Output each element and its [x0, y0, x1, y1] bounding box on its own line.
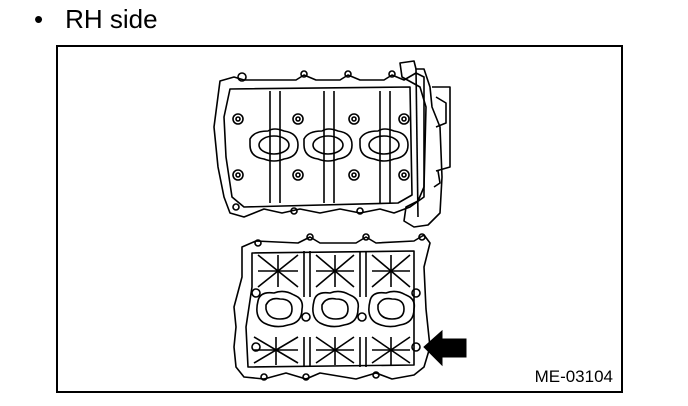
section-heading-row: • RH side: [30, 2, 158, 36]
figure-id-label: ME-03104: [534, 367, 613, 386]
top-cover-drawing: [213, 60, 451, 228]
direction-arrow: [423, 329, 467, 367]
bullet-symbol: •: [34, 4, 44, 34]
section-heading: RH side: [65, 4, 158, 34]
figure-frame: ME-03104: [56, 45, 623, 393]
bottom-cover-drawing: [233, 233, 431, 381]
figure-illustration: [213, 60, 467, 381]
